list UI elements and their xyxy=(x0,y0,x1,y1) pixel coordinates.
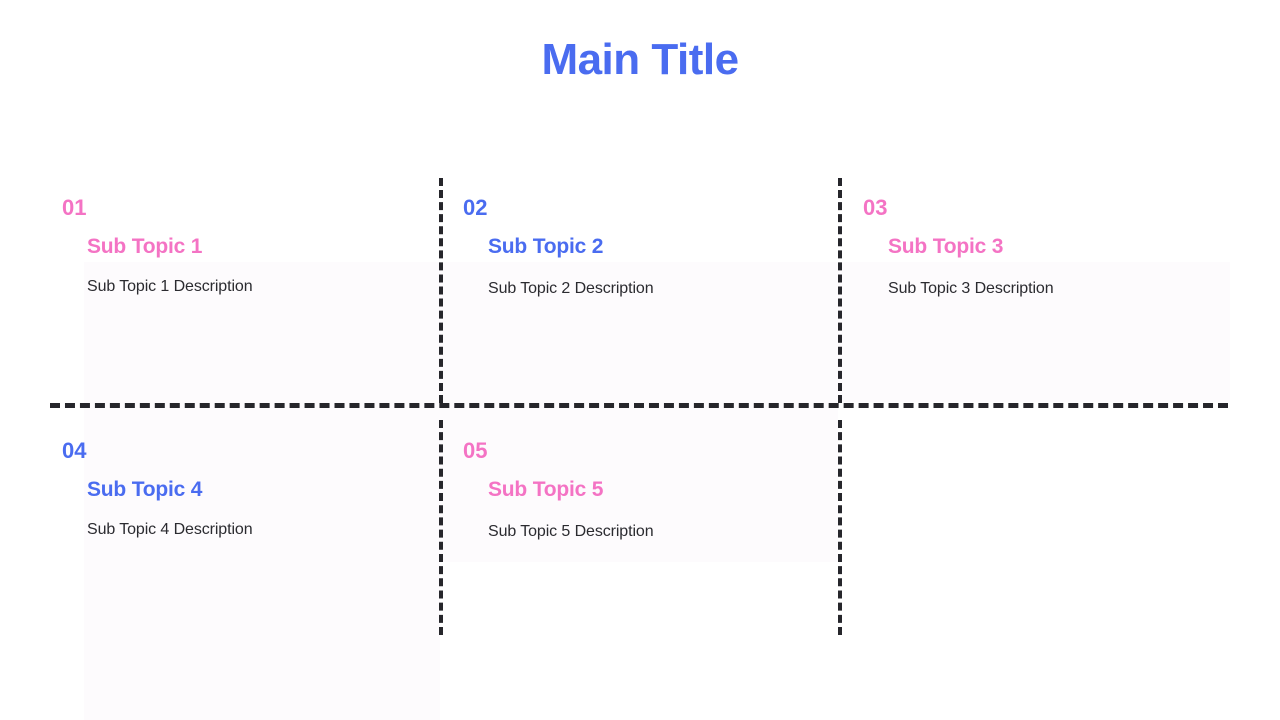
divider-vertical-4 xyxy=(838,420,842,635)
topic-heading: Sub Topic 4 xyxy=(87,478,203,501)
background-panel xyxy=(84,262,440,562)
divider-vertical-2 xyxy=(838,178,842,403)
topic-number: 01 xyxy=(62,195,87,220)
topic-block-02[interactable]: 02 Sub Topic 2 Sub Topic 2 Description xyxy=(463,197,654,298)
topic-description: Sub Topic 3 Description xyxy=(888,280,1054,298)
topic-heading: Sub Topic 1 xyxy=(87,235,203,258)
background-panel xyxy=(440,262,838,562)
topic-description: Sub Topic 2 Description xyxy=(488,280,654,298)
topic-number: 03 xyxy=(863,195,888,220)
topic-heading: Sub Topic 3 xyxy=(888,235,1004,258)
topic-description: Sub Topic 4 Description xyxy=(87,521,253,539)
page-title: Main Title xyxy=(541,35,739,84)
topic-number: 05 xyxy=(463,438,488,463)
topic-description: Sub Topic 1 Description xyxy=(87,278,253,296)
topic-heading: Sub Topic 5 xyxy=(488,478,604,501)
topic-block-04[interactable]: 04 Sub Topic 4 Sub Topic 4 Description xyxy=(62,440,253,539)
background-panel xyxy=(84,562,440,720)
topic-number: 02 xyxy=(463,195,488,220)
topic-description: Sub Topic 5 Description xyxy=(488,523,654,541)
divider-vertical-1 xyxy=(439,178,443,403)
divider-vertical-3 xyxy=(439,420,443,635)
topic-number: 04 xyxy=(62,438,87,463)
topic-block-01[interactable]: 01 Sub Topic 1 Sub Topic 1 Description xyxy=(62,197,253,296)
background-panel xyxy=(838,262,1230,402)
topic-block-05[interactable]: 05 Sub Topic 5 Sub Topic 5 Description xyxy=(463,440,654,541)
divider-horizontal xyxy=(50,403,1228,408)
topic-heading: Sub Topic 2 xyxy=(488,235,604,258)
topic-block-03[interactable]: 03 Sub Topic 3 Sub Topic 3 Description xyxy=(863,197,1054,298)
